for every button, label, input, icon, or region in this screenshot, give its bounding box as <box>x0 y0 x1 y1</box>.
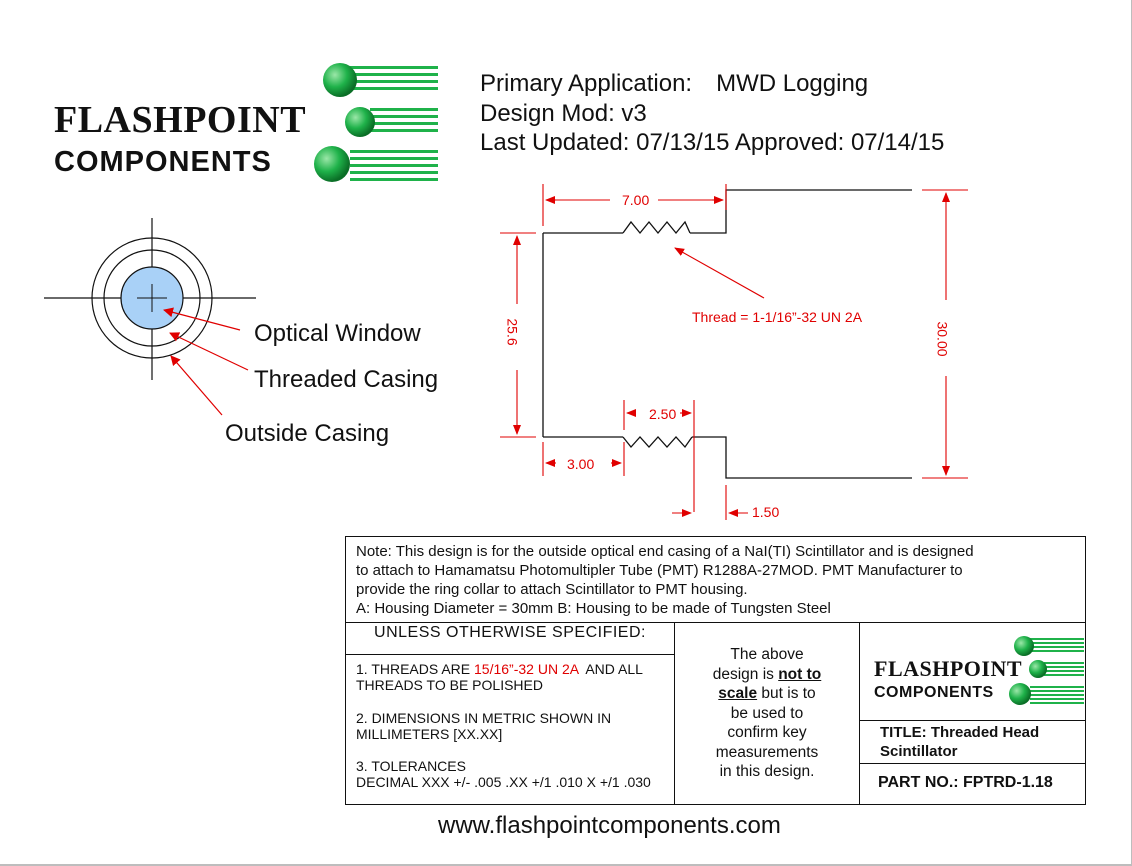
dim-step-width: 1.50 <box>752 504 780 520</box>
logo-small-graphic <box>1009 636 1084 705</box>
bottom-thread-zigzag <box>622 436 693 449</box>
logo-main-line1: FLASHPOINT <box>54 99 307 141</box>
spec-divider <box>674 622 675 805</box>
design-note: Note: This design is for the outside opt… <box>356 543 974 617</box>
dim-right-height: 30.00 <box>934 321 951 357</box>
spec-heading: UNLESS OTHERWISE SPECIFIED: <box>374 624 646 641</box>
side-profile-view <box>500 184 968 520</box>
logo-small-line1: FLASHPOINT <box>874 656 1023 681</box>
optical-window-arrow <box>163 307 241 331</box>
logo-main-graphic <box>314 63 438 182</box>
logo-ball-top <box>323 63 357 97</box>
scale-note: The above design is not to scale but is … <box>712 646 822 780</box>
part-number: PART NO.: FPTRD-1.18 <box>878 774 1053 791</box>
spec-item-tolerances: 3. TOLERANCES DECIMAL XXX +/- .005 .XX +… <box>356 758 651 790</box>
dim-thread-width: 2.50 <box>649 406 677 422</box>
page-border-bottom <box>0 864 1132 866</box>
dim-top-width: 7.00 <box>622 192 650 208</box>
drawing-title: TITLE: Threaded Head Scintillator <box>880 724 1040 760</box>
spec-heading-rule <box>346 654 674 655</box>
outside-casing-arrow <box>170 355 223 416</box>
dim-left-height: 25.6 <box>504 318 521 346</box>
outside-casing-circle <box>91 237 213 359</box>
logo-ball-middle <box>345 107 375 137</box>
logo-small-line2: COMPONENTS <box>874 684 994 701</box>
thread-spec-label: Thread = 1-1/16”-32 UN 2A <box>692 309 863 325</box>
primary-application: Primary Application:MWD Logging <box>480 70 869 97</box>
last-updated: Last Updated: 07/13/15 Approved: 07/14/1… <box>480 129 945 156</box>
outside-casing-label: Outside Casing <box>225 420 390 447</box>
threaded-casing-circle <box>103 249 201 347</box>
scale-divider <box>859 622 860 805</box>
dim-bottom-left-width: 3.00 <box>567 456 595 472</box>
notes-divider <box>345 622 1086 623</box>
threaded-casing-arrow <box>169 332 249 371</box>
spec-item-threads: 1. THREADS ARE 15/16”-32 UN 2A AND ALL T… <box>356 661 643 693</box>
title-block-frame <box>345 536 1086 805</box>
design-mod: Design Mod: v3 <box>480 100 647 127</box>
threaded-casing-label: Threaded Casing <box>254 366 439 393</box>
top-thread-zigzag <box>622 220 691 235</box>
title-part-rule <box>860 763 1086 764</box>
logo-ball-bottom <box>314 146 350 182</box>
spec-item-dimensions: 2. DIMENSIONS IN METRIC SHOWN IN MILLIME… <box>356 710 612 742</box>
cross-section-view <box>44 218 256 416</box>
logo-main-line2: COMPONENTS <box>54 146 272 178</box>
optical-window-label: Optical Window <box>254 320 421 347</box>
website-link[interactable]: www.flashpointcomponents.com <box>438 812 781 839</box>
thread-spec-arrow <box>674 247 765 299</box>
logo-title-rule <box>860 720 1086 721</box>
